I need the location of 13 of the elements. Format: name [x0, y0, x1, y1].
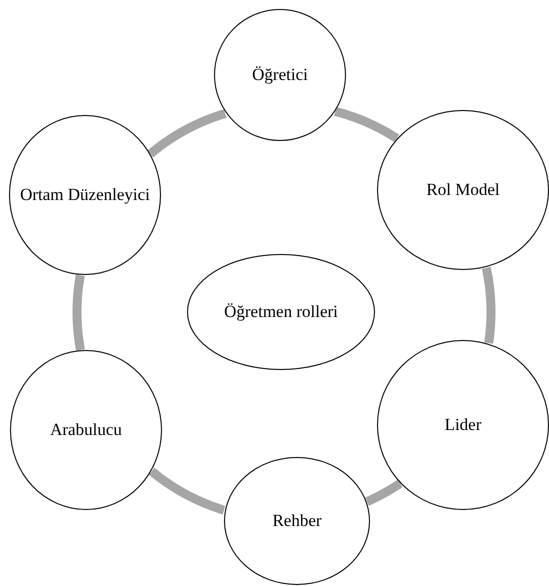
cycle-connector [72, 272, 85, 354]
role-label: Rehber [271, 510, 323, 532]
cycle-connector [146, 109, 229, 158]
role-label: Öğretmen rolleri [223, 302, 339, 322]
cycle-connector [482, 264, 496, 346]
role-label: Lider [444, 414, 482, 436]
role-label: Arabulucu [49, 420, 123, 440]
role-label: Rol Model [425, 180, 501, 200]
role-label: Öğretici [251, 64, 309, 86]
cycle-connector [148, 467, 228, 514]
role-label: Ortam Düzenleyici [19, 184, 151, 206]
cycle-connector [332, 107, 400, 142]
cycle-connector [363, 479, 404, 506]
